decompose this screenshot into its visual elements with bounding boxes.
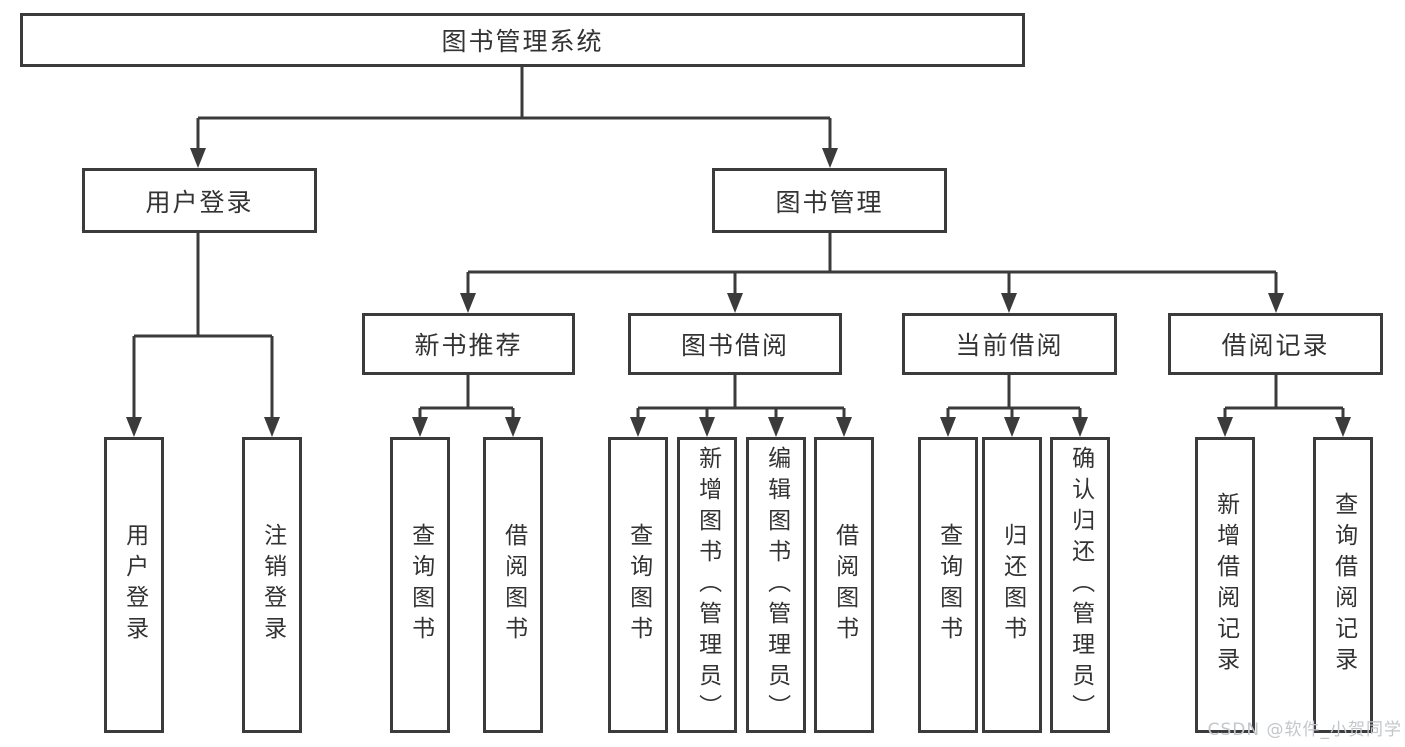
leaf-records-query-record: 查询借阅记录 bbox=[1313, 437, 1373, 733]
node-root-label: 图书管理系统 bbox=[441, 27, 604, 56]
connector-new-book-to-leaves bbox=[412, 375, 521, 437]
node-book-borrowing-label: 图书借阅 bbox=[680, 331, 789, 360]
connector-current-borrow-to-leaves bbox=[940, 375, 1088, 437]
leaf-borrow-add-books-admin: 新增图书（管理员） bbox=[677, 437, 737, 733]
node-user-login-label: 用户登录 bbox=[145, 187, 254, 217]
leaf-borrow-add-books-admin-label: 新增图书（管理员） bbox=[694, 445, 721, 725]
node-new-book-recommend: 新书推荐 bbox=[362, 313, 575, 375]
leaf-current-query-books: 查询图书 bbox=[918, 437, 978, 733]
leaf-records-add-record: 新增借阅记录 bbox=[1195, 437, 1255, 733]
leaf-borrow-query-books-label: 查询图书 bbox=[625, 523, 652, 647]
connector-book-mgmt-to-level3 bbox=[460, 233, 1284, 313]
leaf-user-login-label: 用户登录 bbox=[121, 523, 148, 647]
node-borrowing-records: 借阅记录 bbox=[1168, 313, 1383, 375]
leaf-newbook-query-books-label: 查询图书 bbox=[407, 523, 434, 647]
node-borrowing-records-label: 借阅记录 bbox=[1221, 331, 1330, 360]
connector-book-borrow-to-leaves bbox=[630, 375, 852, 437]
node-book-borrowing: 图书借阅 bbox=[628, 313, 842, 375]
node-user-login: 用户登录 bbox=[82, 168, 317, 233]
leaf-records-add-record-label: 新增借阅记录 bbox=[1212, 492, 1239, 678]
leaf-newbook-borrow-books-label: 借阅图书 bbox=[500, 523, 527, 647]
node-book-management-label: 图书管理 bbox=[775, 187, 884, 217]
node-root: 图书管理系统 bbox=[20, 13, 1025, 67]
leaf-newbook-borrow-books: 借阅图书 bbox=[483, 437, 543, 733]
connector-borrow-records-to-leaves bbox=[1217, 375, 1351, 437]
connector-root-to-level2 bbox=[190, 67, 838, 168]
connector-user-login-to-leaves bbox=[126, 233, 280, 437]
node-current-borrowing-label: 当前借阅 bbox=[955, 331, 1064, 360]
leaf-borrow-edit-books-admin: 编辑图书（管理员） bbox=[746, 437, 806, 733]
leaf-current-query-books-label: 查询图书 bbox=[935, 523, 962, 647]
leaf-borrow-edit-books-admin-label: 编辑图书（管理员） bbox=[763, 445, 790, 725]
leaf-current-confirm-return-admin-label: 确认归还（管理员） bbox=[1067, 445, 1094, 725]
node-new-book-recommend-label: 新书推荐 bbox=[414, 331, 523, 360]
leaf-user-login: 用户登录 bbox=[104, 437, 164, 733]
leaf-borrow-query-books: 查询图书 bbox=[608, 437, 668, 733]
leaf-current-confirm-return-admin: 确认归还（管理员） bbox=[1050, 437, 1110, 733]
leaf-current-return-books-label: 归还图书 bbox=[999, 523, 1026, 647]
leaf-records-query-record-label: 查询借阅记录 bbox=[1330, 492, 1357, 678]
leaf-newbook-query-books: 查询图书 bbox=[390, 437, 450, 733]
leaf-current-return-books: 归还图书 bbox=[982, 437, 1042, 733]
leaf-borrow-borrow-books: 借阅图书 bbox=[814, 437, 874, 733]
leaf-logout-label: 注销登录 bbox=[259, 523, 286, 647]
leaf-logout: 注销登录 bbox=[242, 437, 302, 733]
node-current-borrowing: 当前借阅 bbox=[902, 313, 1117, 375]
leaf-borrow-borrow-books-label: 借阅图书 bbox=[831, 523, 858, 647]
node-book-management: 图书管理 bbox=[712, 168, 947, 233]
watermark: CSDN @软件_小贺同学 bbox=[1207, 720, 1402, 740]
